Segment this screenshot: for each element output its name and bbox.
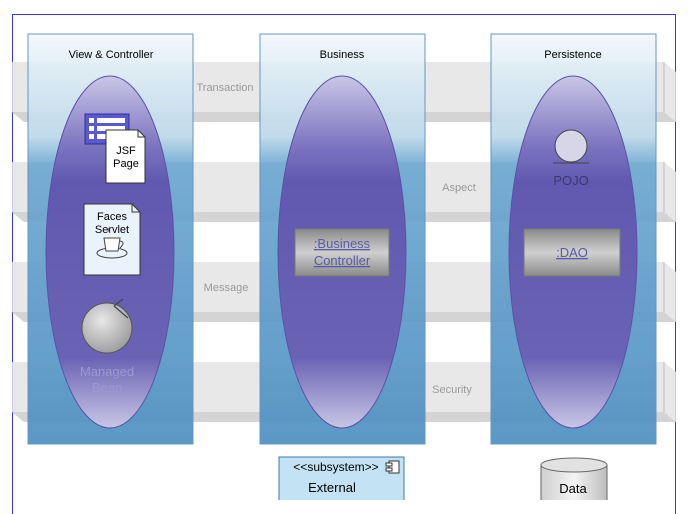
column-title-persistence: Persistence [544, 49, 601, 61]
pojo-label: POJO [553, 173, 588, 188]
architecture-diagram: Transaction Aspect Message Security View… [12, 33, 676, 500]
faces-servlet-component[interactable]: Faces Servlet [83, 203, 141, 276]
layer-label-transaction: Transaction [196, 82, 253, 94]
layer-label-message: Message [204, 282, 249, 294]
layer-label-aspect: Aspect [442, 182, 476, 194]
data-label: Data [559, 481, 587, 496]
object-icon [554, 129, 588, 163]
database-icon [540, 457, 608, 473]
servlet-label-line2: Servlet [95, 224, 129, 236]
jsf-label-line1: JSF [116, 145, 136, 157]
jsf-label-line2: Page [113, 158, 139, 170]
external-subsystem[interactable]: <<subsystem>> External [278, 456, 405, 500]
business-controller-line2: Controller [314, 253, 371, 268]
column-title-view-controller: View & Controller [69, 49, 154, 61]
bean-label-line1: Managed [80, 364, 134, 379]
dao-component[interactable]: :DAO [523, 228, 621, 277]
bean-icon [81, 302, 133, 354]
bean-label-line2: Bean [92, 380, 122, 395]
dao-label: :DAO [556, 245, 588, 260]
external-label: External [308, 480, 356, 495]
document-icon [105, 129, 146, 184]
business-controller-line1: :Business [314, 236, 371, 251]
component-icon [385, 460, 400, 474]
layer-label-security: Security [432, 384, 472, 396]
subsystem-stereotype: <<subsystem>> [293, 460, 378, 474]
column-title-business: Business [320, 49, 365, 61]
managed-bean-component[interactable]: Managed Bean [80, 298, 134, 395]
data-store[interactable]: Data [540, 457, 608, 500]
business-controller-component[interactable]: :Business Controller [294, 228, 390, 277]
pojo-component[interactable]: POJO [553, 129, 589, 188]
jsf-page-component[interactable]: JSF Page [84, 113, 146, 184]
servlet-label-line1: Faces [97, 211, 127, 223]
coffee-cup-icon [96, 226, 128, 259]
